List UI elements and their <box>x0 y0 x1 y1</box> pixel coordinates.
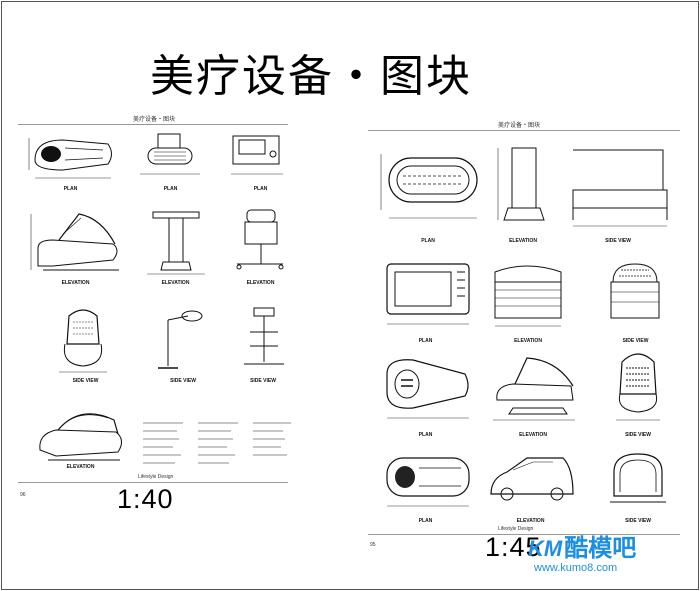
left-sheet-header: 美疗设备・图块 <box>133 117 176 123</box>
view-label-side: SIDE VIEW <box>72 378 99 384</box>
right-page-number: 95 <box>370 542 376 548</box>
view-label-plan: PLAN <box>63 186 78 192</box>
left-page-number: 96 <box>20 492 26 498</box>
view-label-elevation: ELEVATION <box>246 280 275 286</box>
head-steamer-side: SIDE VIEW <box>43 302 128 392</box>
left-sheet: 美疗设备・图块 PLAN PLAN PLAN <box>18 112 300 512</box>
view-label-elevation: ELEVATION <box>519 432 547 438</box>
page-title: 美疗设备・图块 <box>150 51 472 102</box>
view-label-elevation: ELEVATION <box>509 238 537 244</box>
view-label-side: SIDE VIEW <box>625 518 651 524</box>
view-label-plan: PLAN <box>418 432 433 438</box>
view-label-plan: PLAN <box>421 238 435 244</box>
view-label-plan: PLAN <box>163 186 178 192</box>
left-scale: 1:40 <box>117 484 174 514</box>
facial-device-plan: PLAN <box>223 130 298 200</box>
instrument-cart-side: SIDE VIEW <box>228 302 298 392</box>
watermark-logo: KM酷模吧 <box>528 528 636 563</box>
trolley-elevation: ELEVATION <box>223 204 298 294</box>
left-footer-label: Lifestyle Design <box>138 474 174 480</box>
right-sheet: 美疗设备・图块 PLAN ELEVATION SIDE VIEW <box>368 118 688 558</box>
capsule-bed-elevation: ELEVATION <box>483 448 578 528</box>
steam-box-elevation: ELEVATION <box>483 258 573 348</box>
view-label-elevation: ELEVATION <box>516 518 545 524</box>
steam-capsule-elevation: ELEVATION <box>23 204 128 294</box>
steam-capsule-plan: PLAN <box>23 130 118 200</box>
right-sheet-header: 美疗设备・图块 <box>498 123 541 129</box>
steam-box-plan: PLAN <box>373 258 478 348</box>
spa-capsule-elevation: ELEVATION <box>28 400 133 480</box>
view-label-side: SIDE VIEW <box>625 432 651 438</box>
view-label-elevation: ELEVATION <box>514 338 542 344</box>
watermark-km: KM <box>528 536 563 561</box>
watermark-name: 酷模吧 <box>564 534 637 562</box>
facial-steamer-elevation: ELEVATION <box>483 352 583 442</box>
view-label-plan: PLAN <box>253 186 268 192</box>
view-label-side: SIDE VIEW <box>622 338 649 344</box>
view-label-side: SIDE VIEW <box>250 378 276 384</box>
bed-capsule-elevation: ELEVATION <box>488 140 558 250</box>
capsule-bed-plan: PLAN <box>373 448 478 528</box>
capsule-bed-side: SIDE VIEW <box>598 448 678 528</box>
view-label-side: SIDE VIEW <box>170 378 196 384</box>
facial-steamer-plan: PLAN <box>373 352 478 442</box>
hair-dryer-elevation: PLAN <box>128 130 213 200</box>
right-footer-label: Lifestyle Design <box>498 526 534 532</box>
facial-steamer-side: SIDE VIEW <box>598 346 678 442</box>
dryer-stand-elevation: ELEVATION <box>133 204 218 294</box>
view-label-elevation: ELEVATION <box>66 464 95 470</box>
view-label-plan: PLAN <box>418 518 433 524</box>
view-label-plan: PLAN <box>418 338 433 344</box>
view-label-elevation: ELEVATION <box>61 280 90 286</box>
bed-capsule-side: SIDE VIEW <box>563 140 673 250</box>
steam-box-side: SIDE VIEW <box>593 258 678 348</box>
watermark-url: www.kumo8.com <box>534 562 618 574</box>
view-label-elevation: ELEVATION <box>161 280 190 286</box>
view-label-side: SIDE VIEW <box>605 238 631 244</box>
lamp-stand-side: SIDE VIEW <box>148 302 218 392</box>
spec-notes-left <box>143 417 293 477</box>
right-scale: 1:45 <box>485 532 542 562</box>
bed-capsule-plan: PLAN <box>373 140 483 250</box>
